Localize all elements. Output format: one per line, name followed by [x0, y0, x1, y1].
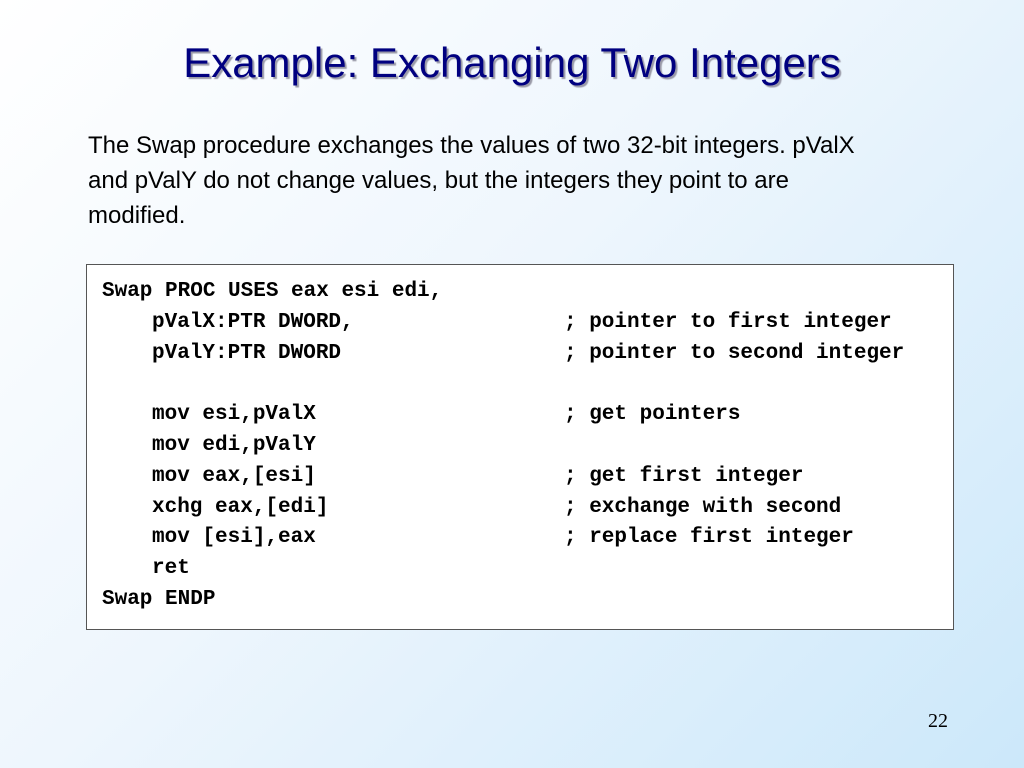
code-listing: Swap PROC USES eax esi edi, pValX:PTR DW… [86, 264, 954, 630]
code-statement: mov [esi],eax [152, 526, 316, 550]
code-line-1: Swap PROC USES eax esi edi, [102, 277, 953, 308]
code-line-8: xchg eax,[edi] ; exchange with second [102, 493, 953, 524]
code-comment: ; get first integer [564, 464, 804, 488]
code-line-5: mov esi,pValX ; get pointers [102, 400, 953, 431]
code-statement: Swap PROC USES eax esi edi, [102, 280, 443, 303]
code-line-11: Swap ENDP [102, 585, 953, 616]
code-line-7: mov eax,[esi] ; get first integer [102, 462, 953, 493]
code-comment: ; replace first integer [564, 526, 854, 550]
code-statement: mov esi,pValX [152, 403, 316, 427]
code-comment: ; pointer to first integer [564, 310, 892, 334]
code-comment: ; get pointers [564, 403, 741, 427]
code-statement: pValY:PTR DWORD [152, 341, 342, 365]
code-line-2: pValX:PTR DWORD, ; pointer to first integ… [102, 308, 953, 339]
code-statement: mov edi,pValY [152, 433, 316, 457]
slide-title: Example: Exchanging Two Integers [183, 39, 841, 86]
code-line-blank [102, 369, 953, 400]
code-comment: ; exchange with second [564, 495, 842, 519]
code-line-10: ret [102, 554, 953, 585]
intro-paragraph: The Swap procedure exchanges the values … [88, 132, 855, 229]
code-statement: xchg eax,[edi] [152, 495, 329, 519]
code-statement: Swap ENDP [102, 587, 216, 611]
code-line-3: pValY:PTR DWORD ; pointer to second integ… [102, 339, 953, 370]
code-comment: ; pointer to second integer [564, 341, 905, 365]
code-statement: ret [152, 557, 190, 581]
code-statement: pValX:PTR DWORD, [152, 310, 354, 334]
code-statement: mov eax,[esi] [152, 464, 316, 488]
page-number: 22 [928, 710, 948, 732]
code-line-9: mov [esi],eax ; replace first integer [102, 523, 953, 554]
code-line-6: mov edi,pValY [102, 431, 953, 462]
